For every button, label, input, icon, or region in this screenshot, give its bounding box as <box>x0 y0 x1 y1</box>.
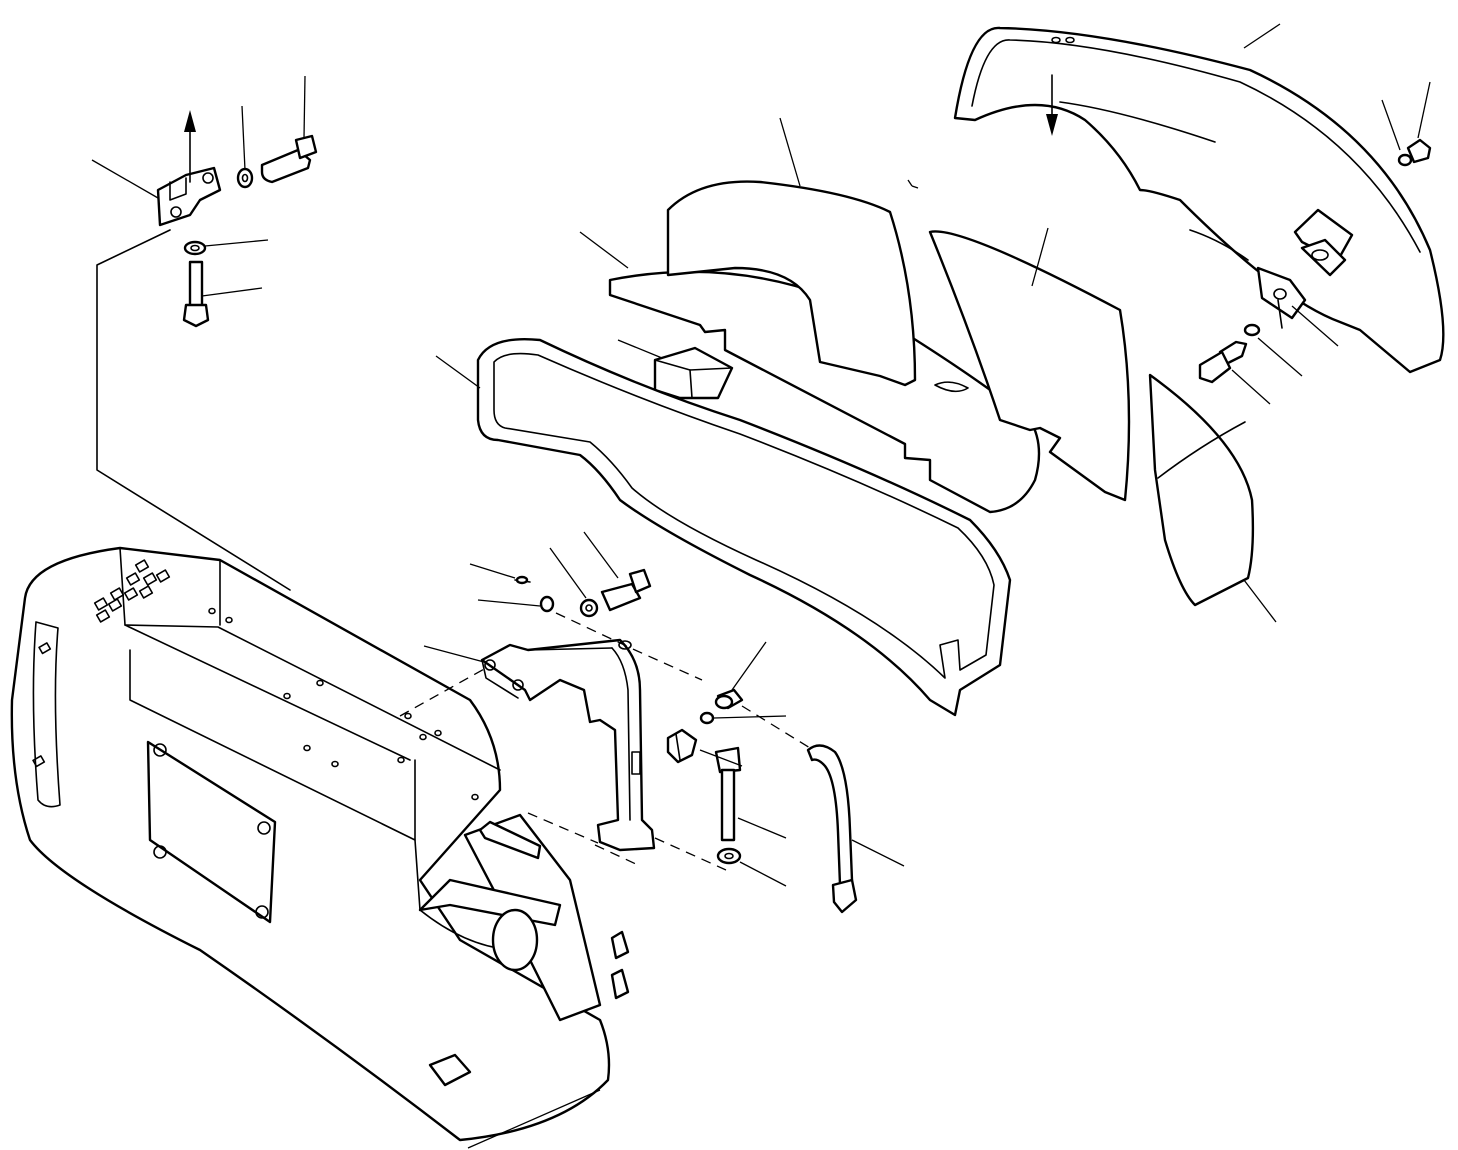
callout-leaders <box>92 24 1430 1148</box>
frame-rails <box>420 815 628 1085</box>
bracket-bolt <box>602 570 650 610</box>
hex-bolt <box>716 748 740 840</box>
latch-bolt <box>262 136 316 182</box>
tank-bracket <box>482 640 654 850</box>
cover-side-panel-right <box>930 231 1129 500</box>
up-direction-arrow-icon <box>184 110 196 182</box>
cover-side-panel-left <box>668 182 915 385</box>
rear-cover-nut <box>1399 140 1430 165</box>
rear-corner-panel <box>1150 375 1253 605</box>
rubber-block <box>655 348 732 398</box>
cover-bolt <box>1200 342 1246 382</box>
cover-washer <box>1245 325 1259 335</box>
latch-assembly <box>158 168 220 225</box>
cover-hinge-plate <box>1258 268 1305 328</box>
latch-lower-washer <box>185 242 205 254</box>
bracket-pin <box>515 577 530 583</box>
vent-slots <box>33 560 169 766</box>
down-direction-arrow-icon <box>1046 75 1058 136</box>
bolt-washer <box>718 849 740 863</box>
assembly-guide-lines <box>97 230 810 870</box>
frame-body <box>12 548 628 1140</box>
pipe-clamp <box>668 730 696 762</box>
latch-lower-bolt <box>184 262 208 326</box>
fuel-pipe <box>808 745 856 912</box>
clamp-washer <box>701 713 713 723</box>
bracket-lock-washer <box>581 600 597 616</box>
latch-washer <box>238 169 252 187</box>
bracket-washer <box>541 597 553 611</box>
clamp-bolt <box>716 690 742 708</box>
rear-cover-bracket <box>1295 210 1352 275</box>
mounting-holes <box>209 609 478 800</box>
hood-frame-outline <box>478 339 1010 715</box>
access-cover-plate <box>148 742 275 922</box>
rear-cover <box>955 28 1443 372</box>
